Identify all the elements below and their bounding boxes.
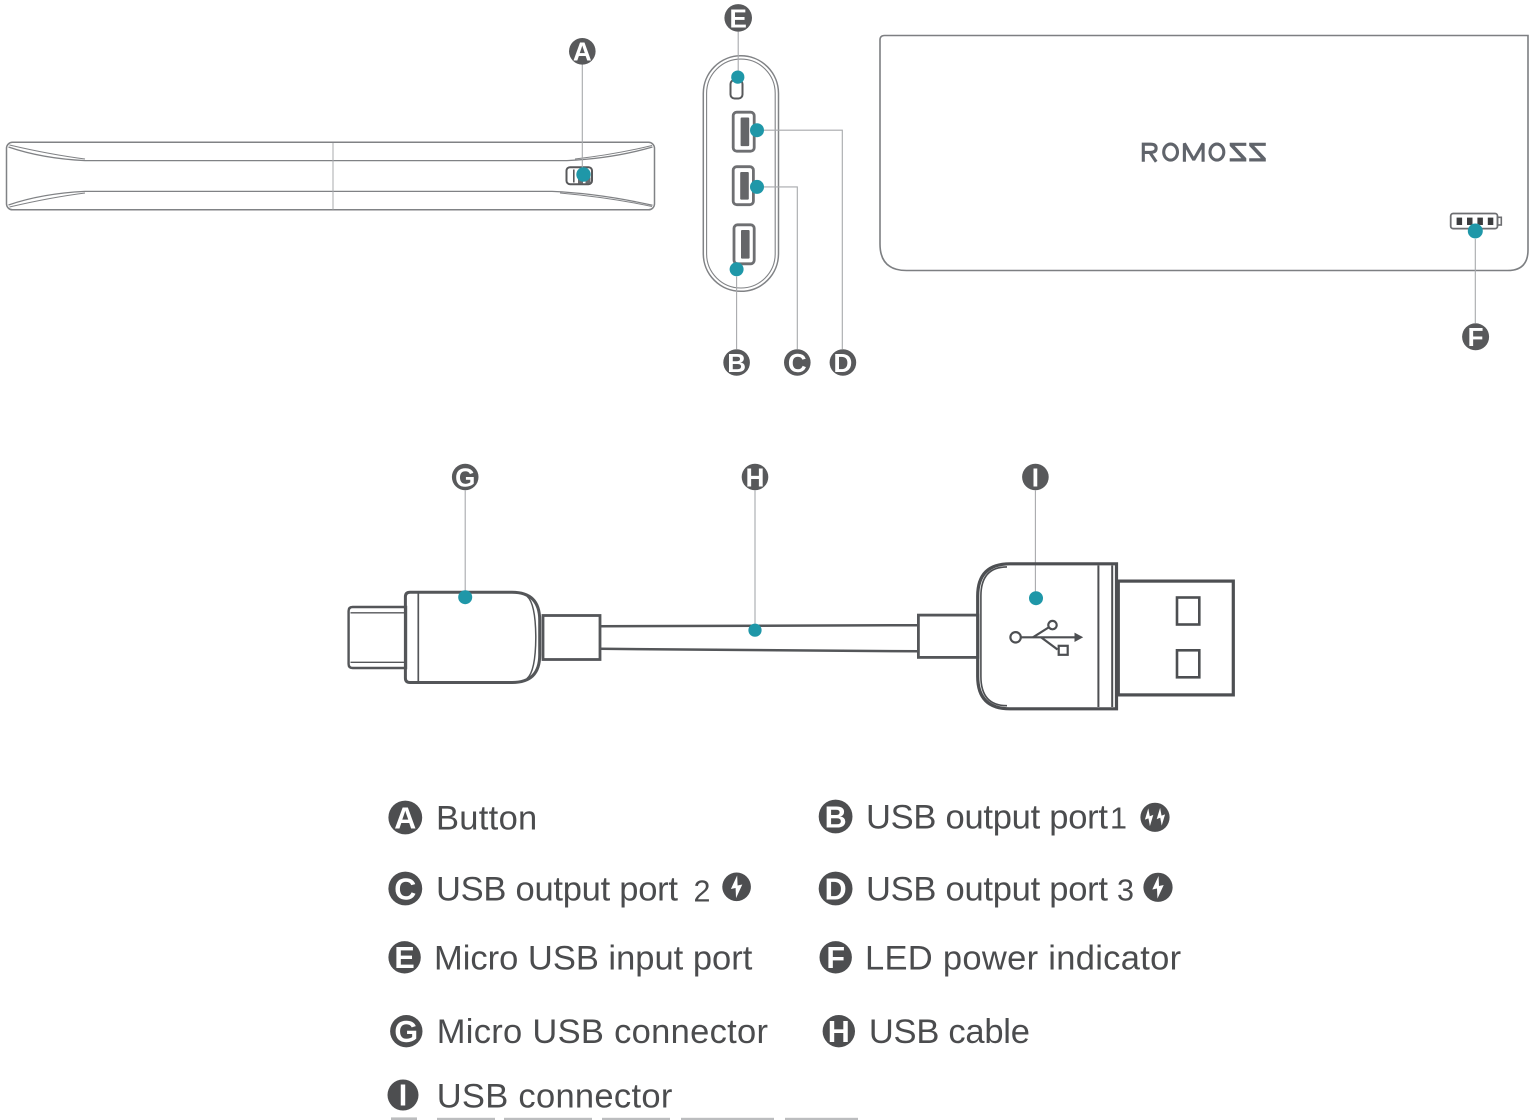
- svg-text:I: I: [399, 1079, 407, 1113]
- svg-text:USB cable: USB cable: [869, 1013, 1030, 1051]
- svg-text:A: A: [573, 37, 592, 67]
- svg-text:B: B: [727, 348, 746, 378]
- svg-text:C: C: [788, 348, 807, 378]
- svg-text:H: H: [828, 1015, 850, 1049]
- svg-text:C: C: [394, 872, 416, 906]
- svg-text:A: A: [394, 801, 416, 835]
- svg-text:I: I: [1032, 462, 1039, 492]
- svg-text:2: 2: [694, 875, 711, 909]
- svg-text:D: D: [825, 872, 847, 906]
- svg-text:D: D: [834, 348, 853, 378]
- svg-text:Button: Button: [436, 800, 538, 838]
- svg-text:G: G: [394, 1015, 418, 1049]
- svg-text:F: F: [1468, 322, 1484, 352]
- svg-text:Micro USB connector: Micro USB connector: [437, 1013, 769, 1051]
- svg-text:USB output port: USB output port: [866, 871, 1108, 909]
- svg-text:1: 1: [1110, 802, 1127, 836]
- svg-text:B: B: [825, 800, 847, 834]
- svg-text:H: H: [746, 462, 765, 492]
- svg-text:USB output port: USB output port: [866, 799, 1108, 837]
- svg-text:E: E: [730, 3, 747, 33]
- svg-text:F: F: [826, 941, 845, 975]
- svg-text:USB output port: USB output port: [436, 871, 678, 909]
- svg-text:USB connector: USB connector: [437, 1078, 673, 1116]
- svg-text:E: E: [394, 941, 414, 975]
- svg-text:3: 3: [1117, 874, 1134, 908]
- svg-text:G: G: [455, 462, 475, 492]
- svg-text:Micro USB input port: Micro USB input port: [434, 939, 753, 977]
- svg-text:LED power indicator: LED power indicator: [865, 939, 1181, 977]
